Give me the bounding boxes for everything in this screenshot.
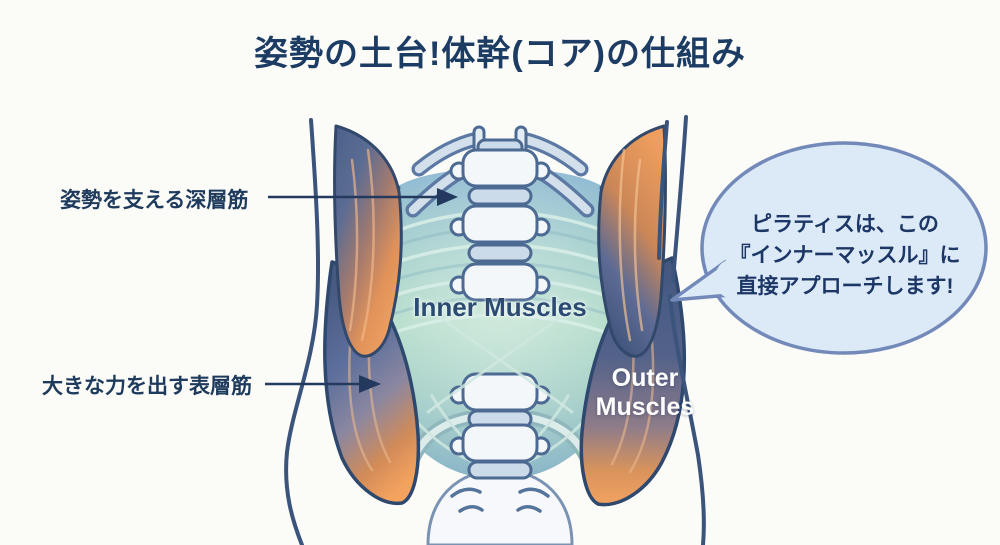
left-outer-muscle-upper [333, 124, 403, 358]
outer-muscles-label: Outer Muscles [585, 364, 705, 422]
deep-muscle-arrow [268, 188, 458, 206]
speech-bubble [670, 141, 988, 355]
surface-muscle-callout-label: 大きな力を出す表層筋 [42, 375, 252, 398]
outer-muscles-label-line1: Outer [611, 364, 679, 392]
torso-outline [284, 115, 706, 545]
outer-muscles-label-line2: Muscles [595, 393, 695, 421]
pelvis-smile-marks [450, 487, 550, 513]
speech-bubble-line2: 『インナーマッスル』に [729, 244, 961, 267]
pelvis-dome [426, 468, 574, 545]
speech-bubble-line1: ピラティスは、この [751, 213, 939, 236]
surface-muscle-arrow [265, 375, 381, 393]
deep-muscle-callout-label: 姿勢を支える深層筋 [60, 189, 249, 212]
speech-bubble-line3: 直接アプローチします! [736, 275, 954, 298]
speech-bubble-text: ピラティスは、この 『インナーマッスル』に 直接アプローチします! [714, 209, 976, 302]
inner-muscles-label: Inner Muscles [413, 292, 587, 322]
right-outer-muscle-upper [597, 124, 667, 358]
page-title: 姿勢の土台!体幹(コア)の仕組み [254, 35, 746, 73]
